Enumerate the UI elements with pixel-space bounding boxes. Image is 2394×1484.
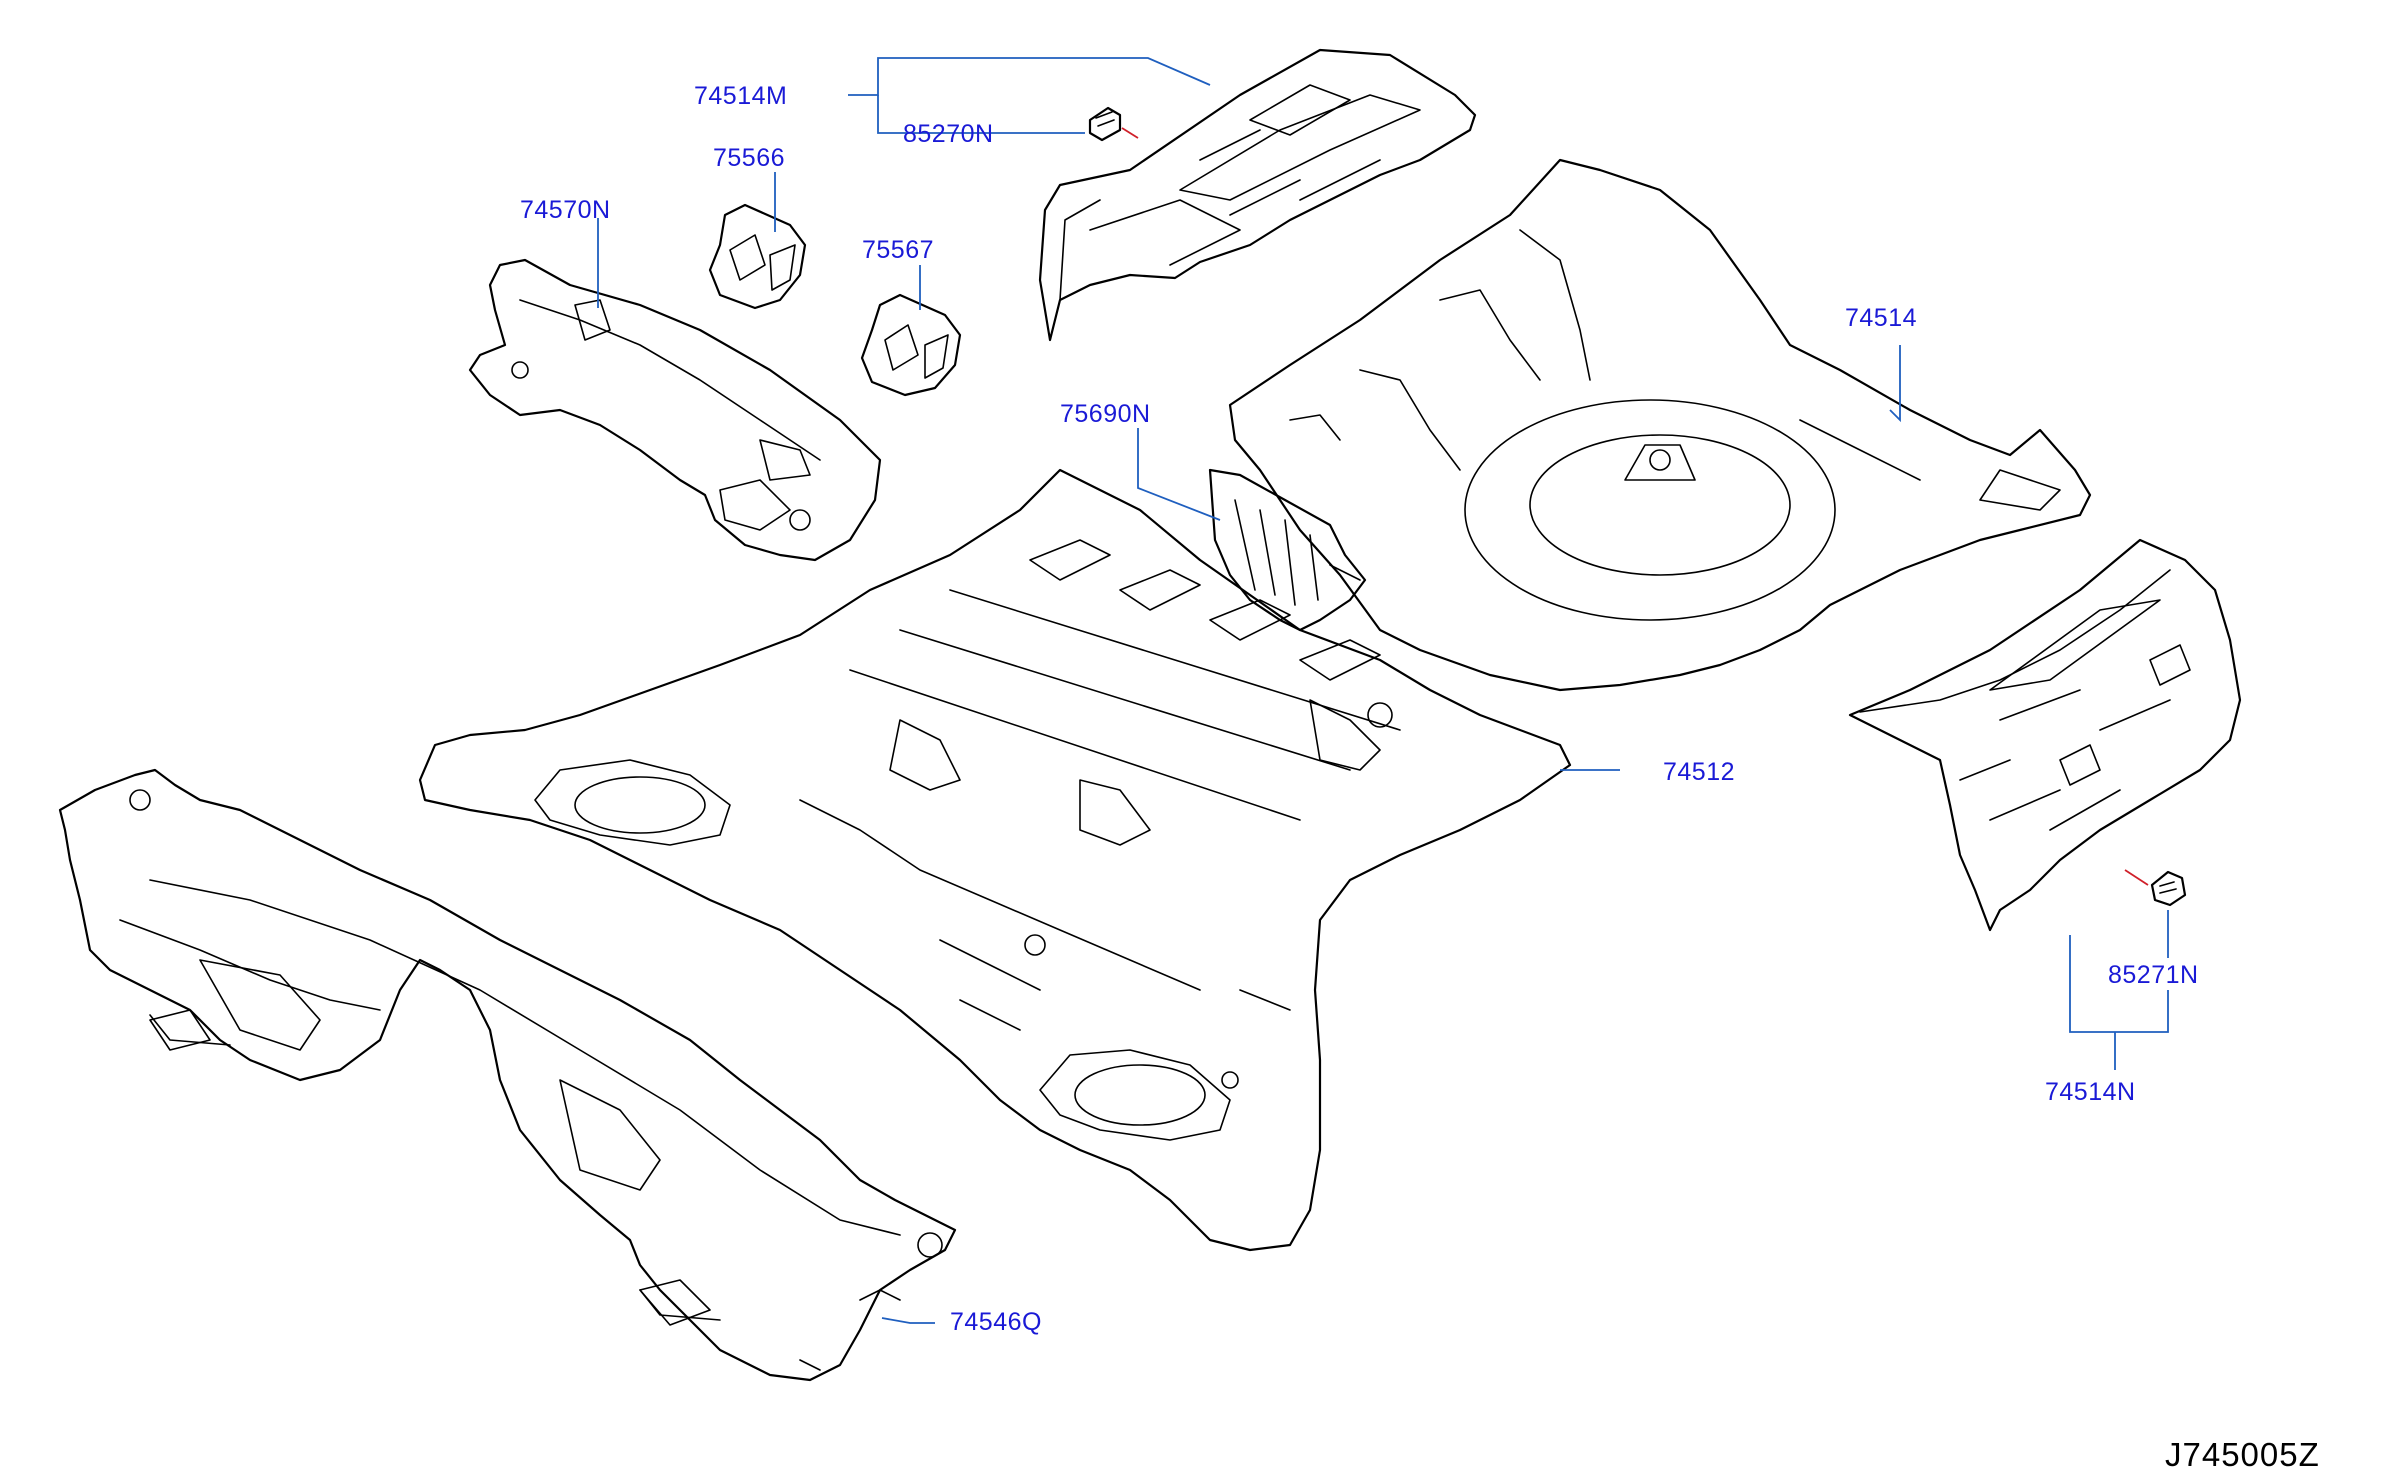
leader-75690n <box>1137 428 1221 521</box>
diagram-code: J745005Z <box>2165 1436 2320 1473</box>
part-85270n-drawing <box>1088 106 1139 142</box>
label-74512[interactable]: 74512 <box>1663 758 1736 786</box>
label-74546q[interactable]: 74546Q <box>950 1308 1042 1336</box>
label-75566[interactable]: 75566 <box>713 144 786 172</box>
label-74514n[interactable]: 74514N <box>2045 1078 2136 1106</box>
part-74570n-drawing <box>468 258 882 562</box>
part-74514m-drawing <box>1038 48 1477 342</box>
leader-lines <box>597 57 2169 1324</box>
leader-85270n <box>877 95 1085 134</box>
label-75567[interactable]: 75567 <box>862 236 935 264</box>
part-85271n-drawing <box>2124 869 2187 907</box>
part-74514-drawing <box>1228 158 2092 692</box>
leader-74514 <box>1889 345 1901 423</box>
leader-74514m <box>848 57 1211 96</box>
label-74514m[interactable]: 74514M <box>694 82 788 110</box>
label-74514[interactable]: 74514 <box>1845 304 1918 332</box>
leader-74514n <box>2069 935 2169 1070</box>
label-85270n[interactable]: 85270N <box>903 120 994 148</box>
part-75690n-drawing <box>1208 468 1367 632</box>
label-74570n[interactable]: 74570N <box>520 196 611 224</box>
part-74512-drawing <box>418 468 1572 1252</box>
part-75566-drawing <box>708 203 807 310</box>
label-75690n[interactable]: 75690N <box>1060 400 1151 428</box>
label-85271n[interactable]: 85271N <box>2108 961 2199 989</box>
leader-74546q <box>881 1317 935 1324</box>
part-75567-drawing <box>860 293 962 397</box>
part-74546q-drawing <box>58 768 957 1382</box>
part-74514n-drawing <box>1848 538 2242 932</box>
